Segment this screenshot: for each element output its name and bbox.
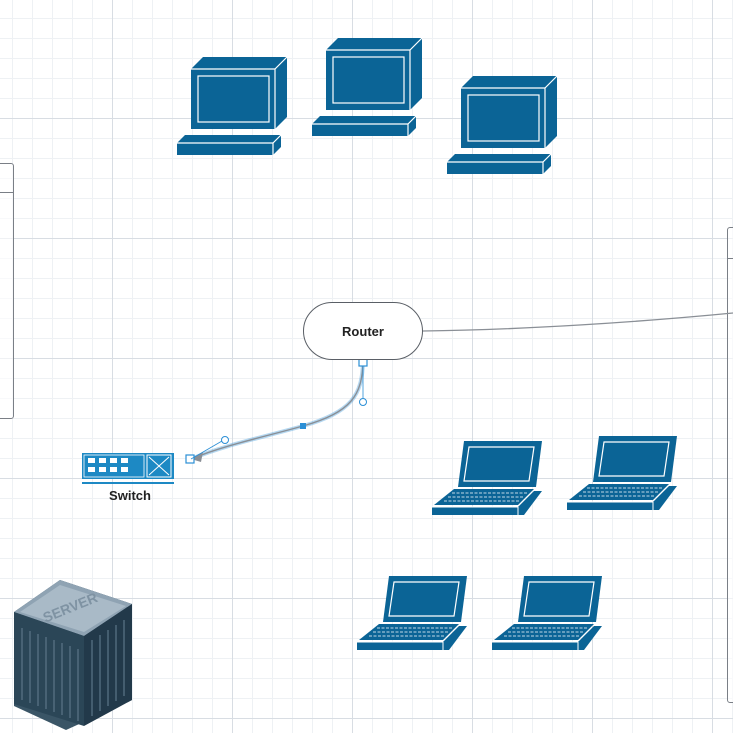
connector-handle-mid[interactable] bbox=[300, 423, 306, 429]
desktop-computer-3[interactable] bbox=[446, 75, 558, 175]
network-switch-icon[interactable] bbox=[82, 453, 174, 484]
laptop-3[interactable] bbox=[356, 575, 468, 651]
switch-label: Switch bbox=[109, 488, 151, 503]
router-node[interactable]: Router bbox=[303, 302, 423, 360]
container-panel-right[interactable] bbox=[727, 227, 733, 703]
curve-control-point-2[interactable] bbox=[221, 436, 229, 444]
laptop-1[interactable] bbox=[431, 440, 543, 516]
router-label: Router bbox=[342, 323, 384, 339]
server-icon[interactable]: SERVER bbox=[14, 580, 132, 730]
curve-control-point-1[interactable] bbox=[359, 398, 367, 406]
desktop-computer-2[interactable] bbox=[311, 37, 423, 137]
container-panel-left[interactable] bbox=[0, 163, 14, 419]
laptop-2[interactable] bbox=[566, 435, 678, 511]
connector-handle-end[interactable] bbox=[185, 454, 195, 464]
router-connector-line[interactable] bbox=[422, 312, 733, 332]
desktop-computer-1[interactable] bbox=[176, 56, 288, 156]
laptop-4[interactable] bbox=[491, 575, 603, 651]
router-switch-connector[interactable] bbox=[185, 357, 368, 464]
